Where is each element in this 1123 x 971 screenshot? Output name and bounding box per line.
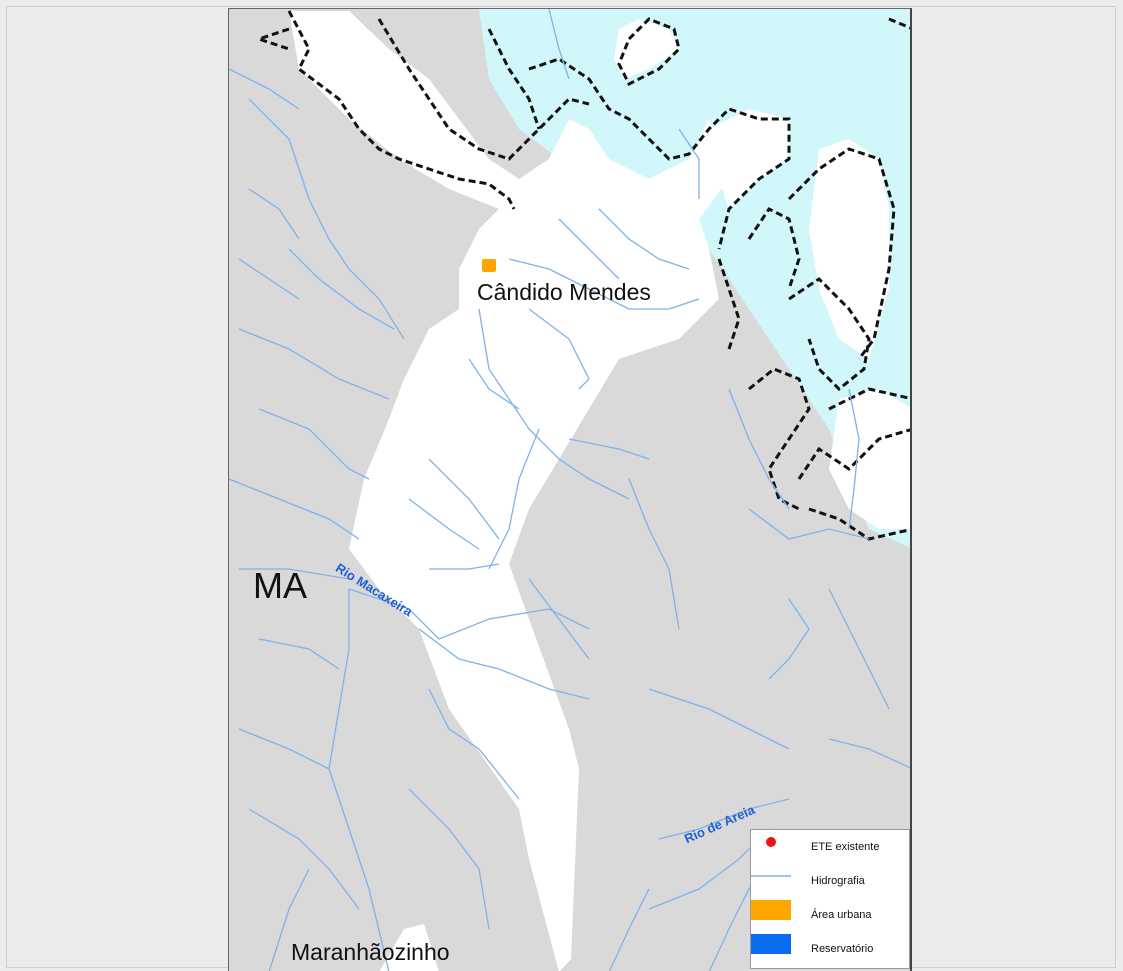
peninsula-northeast (614, 19, 679, 79)
city-label-candido-mendes: Cândido Mendes (477, 279, 651, 305)
map-graphics (229, 9, 910, 971)
urban-area-marker[interactable] (482, 259, 496, 272)
city-label-maranhaozinho: Maranhãozinho (291, 939, 450, 965)
peninsula-east (709, 109, 789, 209)
legend-item-reservatorio: Reservatório (751, 934, 909, 964)
state-label: MA (253, 565, 307, 606)
land-south-white (379, 924, 439, 971)
legend-label: Área urbana (811, 909, 872, 921)
reservoir-swatch-icon (751, 934, 791, 954)
legend-item-ete: ETE existente (751, 832, 909, 862)
peninsula-east-2 (809, 139, 889, 359)
legend-label: Reservatório (811, 943, 874, 955)
study-area (289, 11, 729, 971)
legend-item-hidrografia: Hidrografia (751, 866, 909, 896)
coastline (254, 10, 910, 541)
legend-label: Hidrografia (811, 875, 865, 887)
river-line-icon (751, 875, 791, 877)
red-dot-icon (766, 837, 776, 847)
peninsula-east-3 (829, 389, 910, 529)
hydrography (229, 9, 910, 971)
urban-area-swatch-icon (751, 900, 791, 920)
legend-item-area-urbana: Área urbana (751, 900, 909, 930)
map-canvas[interactable]: Cândido Mendes MA Maranhãozinho Rio Maca… (228, 8, 912, 971)
legend-label: ETE existente (811, 841, 880, 853)
map-legend: ETE existente Hidrografia Área urbana Re… (750, 829, 910, 969)
